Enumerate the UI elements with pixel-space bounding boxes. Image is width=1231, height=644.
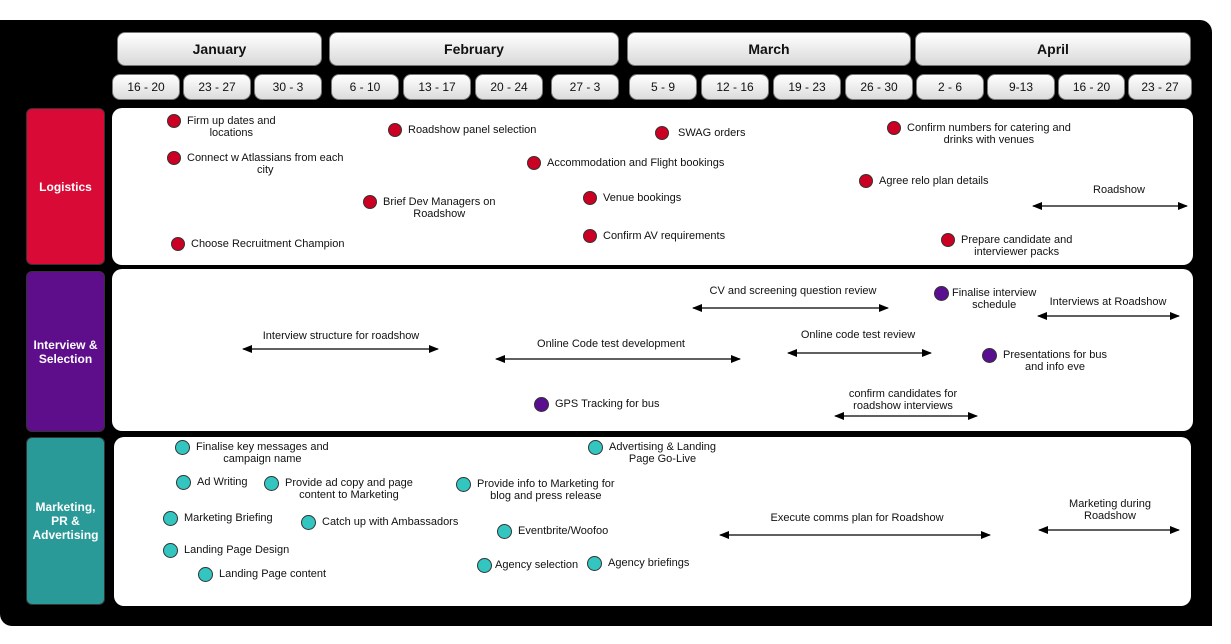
milestone-icon [887, 121, 901, 135]
task-item: Ad Writing [176, 475, 248, 490]
milestone-icon [583, 191, 597, 205]
week-header: 13 - 17 [403, 74, 471, 100]
milestone-icon [859, 174, 873, 188]
task-item: GPS Tracking for bus [534, 397, 660, 412]
task-item: SWAG orders [655, 126, 745, 140]
milestone-icon [527, 156, 541, 170]
span-label: CV and screening question review [709, 285, 877, 297]
week-header: 2 - 6 [916, 74, 984, 100]
week-header: 6 - 10 [331, 74, 399, 100]
task-item: Choose Recruitment Champion [171, 237, 344, 251]
milestone-icon [534, 397, 549, 412]
month-header: January [117, 32, 322, 66]
milestone-icon [588, 440, 603, 455]
week-header: 5 - 9 [629, 74, 697, 100]
week-header: 9-13 [987, 74, 1055, 100]
task-item: Roadshow panel selection [388, 123, 536, 137]
task-item: Catch up with Ambassadors [301, 515, 458, 530]
week-header: 12 - 16 [701, 74, 769, 100]
milestone-icon [941, 233, 955, 247]
milestone-icon [477, 558, 492, 573]
milestone-icon [363, 195, 377, 209]
week-header: 26 - 30 [845, 74, 913, 100]
milestone-icon [176, 475, 191, 490]
week-header: 16 - 20 [112, 74, 180, 100]
week-header: 20 - 24 [475, 74, 543, 100]
task-item: Confirm AV requirements [583, 229, 725, 243]
span-label: Online code test review [800, 329, 916, 341]
task-item: Landing Page content [198, 567, 326, 582]
lane-label-marketing: Marketing, PR & Advertising [26, 437, 105, 605]
month-header: February [329, 32, 619, 66]
milestone-icon [587, 556, 602, 571]
span-label: Interviews at Roadshow [1049, 296, 1167, 308]
week-header: 19 - 23 [773, 74, 841, 100]
milestone-icon [198, 567, 213, 582]
task-item: Marketing Briefing [163, 511, 273, 526]
week-header: 27 - 3 [551, 74, 619, 100]
milestone-icon [388, 123, 402, 137]
task-item: Landing Page Design [163, 543, 289, 558]
week-header: 23 - 27 [183, 74, 251, 100]
milestone-icon [583, 229, 597, 243]
span-label: Execute comms plan for Roadshow [770, 512, 944, 524]
lane-label-interview: Interview & Selection [26, 271, 105, 432]
milestone-icon [456, 477, 471, 492]
milestone-icon [175, 440, 190, 455]
milestone-icon [301, 515, 316, 530]
span-label: Online Code test development [537, 338, 685, 350]
milestone-icon [655, 126, 669, 140]
task-item: Venue bookings [583, 191, 681, 205]
lane-marketing [114, 437, 1191, 606]
span-label: Interview structure for roadshow [262, 330, 420, 342]
milestone-icon [163, 511, 178, 526]
task-item: Agency briefings [587, 556, 689, 571]
lane-label-logistics: Logistics [26, 108, 105, 265]
task-item: Accommodation and Flight bookings [527, 156, 724, 170]
milestone-icon [171, 237, 185, 251]
milestone-icon [497, 524, 512, 539]
task-item: Agree relo plan details [859, 174, 988, 188]
week-header: 30 - 3 [254, 74, 322, 100]
span-label: Roadshow [1093, 184, 1145, 196]
week-header: 23 - 27 [1128, 74, 1192, 100]
milestone-icon [167, 114, 181, 128]
milestone-icon [982, 348, 997, 363]
week-header: 16 - 20 [1058, 74, 1125, 100]
milestone-icon [163, 543, 178, 558]
milestone-icon [934, 286, 949, 301]
milestone-icon [167, 151, 181, 165]
task-item: Eventbrite/Woofoo [497, 524, 608, 539]
month-header: March [627, 32, 911, 66]
task-item: Agency selection [477, 558, 578, 573]
milestone-icon [264, 476, 279, 491]
month-header: April [915, 32, 1191, 66]
lane-logistics [112, 108, 1193, 265]
